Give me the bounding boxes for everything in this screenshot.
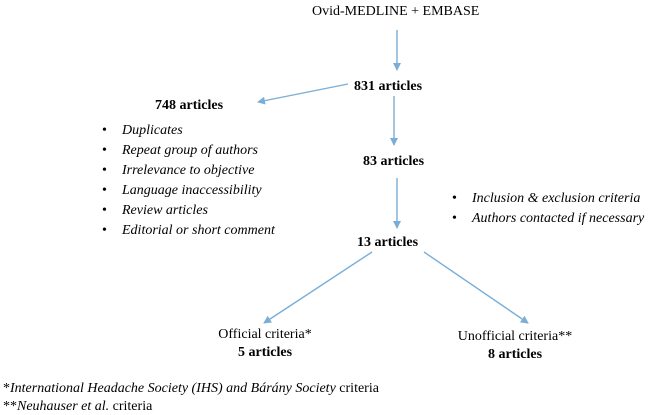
node-83-articles: 83 articles xyxy=(363,154,425,169)
exclusion-reason: Editorial or short comment xyxy=(100,221,275,241)
inclusion-note: Authors contacted if necessary xyxy=(450,209,644,229)
exclusion-reason: Review articles xyxy=(100,201,275,221)
official-criteria-count: 5 articles xyxy=(237,345,293,360)
footnote-ihs-rest: criteria xyxy=(335,381,379,396)
exclusion-reason: Language inaccessibility xyxy=(100,181,275,201)
node-748-articles: 748 articles xyxy=(155,98,224,113)
node-831-articles: 831 articles xyxy=(354,79,423,94)
footnote-neuhauser-italic: Neuhauser et al. xyxy=(17,399,110,414)
arrow-13-to-official xyxy=(263,251,373,324)
node-13-articles: 13 articles xyxy=(357,235,419,250)
exclusion-reasons-list: Duplicates Repeat group of authors Irrel… xyxy=(100,121,275,241)
source-databases: Ovid-MEDLINE + EMBASE xyxy=(312,4,480,19)
footnote-ihs-mark: * xyxy=(3,381,10,396)
unofficial-criteria-title: Unofficial criteria** xyxy=(457,329,573,344)
arrow-13-to-unofficial xyxy=(423,251,529,324)
official-criteria-title: Official criteria* xyxy=(218,327,312,342)
footnote-neuhauser-rest: criteria xyxy=(109,399,153,414)
footnote-neuhauser-mark: ** xyxy=(3,399,17,414)
exclusion-reason: Irrelevance to objective xyxy=(100,161,275,181)
footnote-neuhauser: **Neuhauser et al. criteria xyxy=(3,398,152,415)
inclusion-note: Inclusion & exclusion criteria xyxy=(450,189,644,209)
footnote-ihs-italic: International Headache Society (IHS) and… xyxy=(10,381,336,396)
exclusion-reason: Duplicates xyxy=(100,121,275,141)
exclusion-reason: Repeat group of authors xyxy=(100,141,275,161)
footnote-ihs: *International Headache Society (IHS) an… xyxy=(3,380,379,397)
inclusion-notes-list: Inclusion & exclusion criteria Authors c… xyxy=(450,189,644,229)
unofficial-criteria-count: 8 articles xyxy=(487,347,543,362)
arrow-831-to-748 xyxy=(257,83,349,105)
